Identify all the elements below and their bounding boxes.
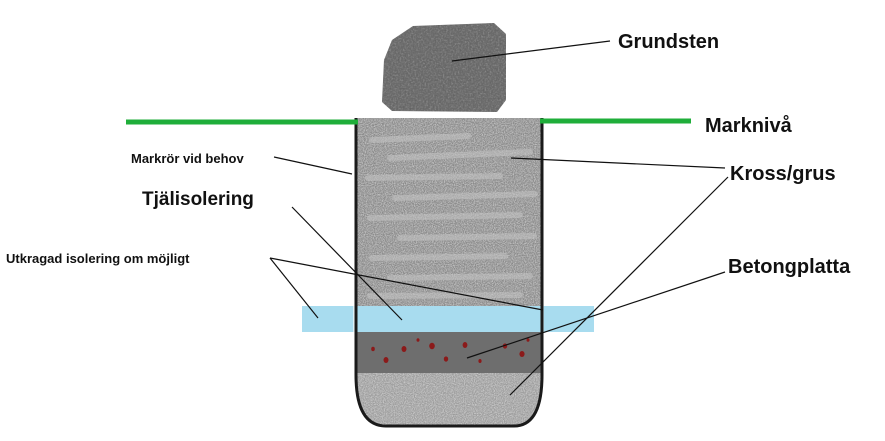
gravel-fill bbox=[356, 118, 542, 426]
label-markniva: Marknivå bbox=[705, 114, 793, 137]
bottom-gravel bbox=[356, 373, 542, 426]
ground-tube-outline bbox=[354, 118, 544, 428]
label-markror: Markrör vid behov bbox=[131, 151, 244, 166]
frost-insulation-band bbox=[302, 306, 594, 332]
foundation-stone bbox=[382, 23, 506, 112]
concrete-slab bbox=[356, 331, 542, 373]
leader-lines bbox=[269, 40, 729, 396]
concrete-aggregate-dots bbox=[371, 338, 530, 363]
label-grundsten: Grundsten bbox=[618, 31, 719, 53]
label-utkragad-isolering: Utkragad isolering om möjligt bbox=[6, 251, 190, 266]
label-betongplatta: Betongplatta bbox=[728, 256, 851, 278]
label-kross-grus: Kross/grus bbox=[730, 163, 836, 185]
label-tjalisolering: Tjälisolering bbox=[142, 189, 254, 210]
